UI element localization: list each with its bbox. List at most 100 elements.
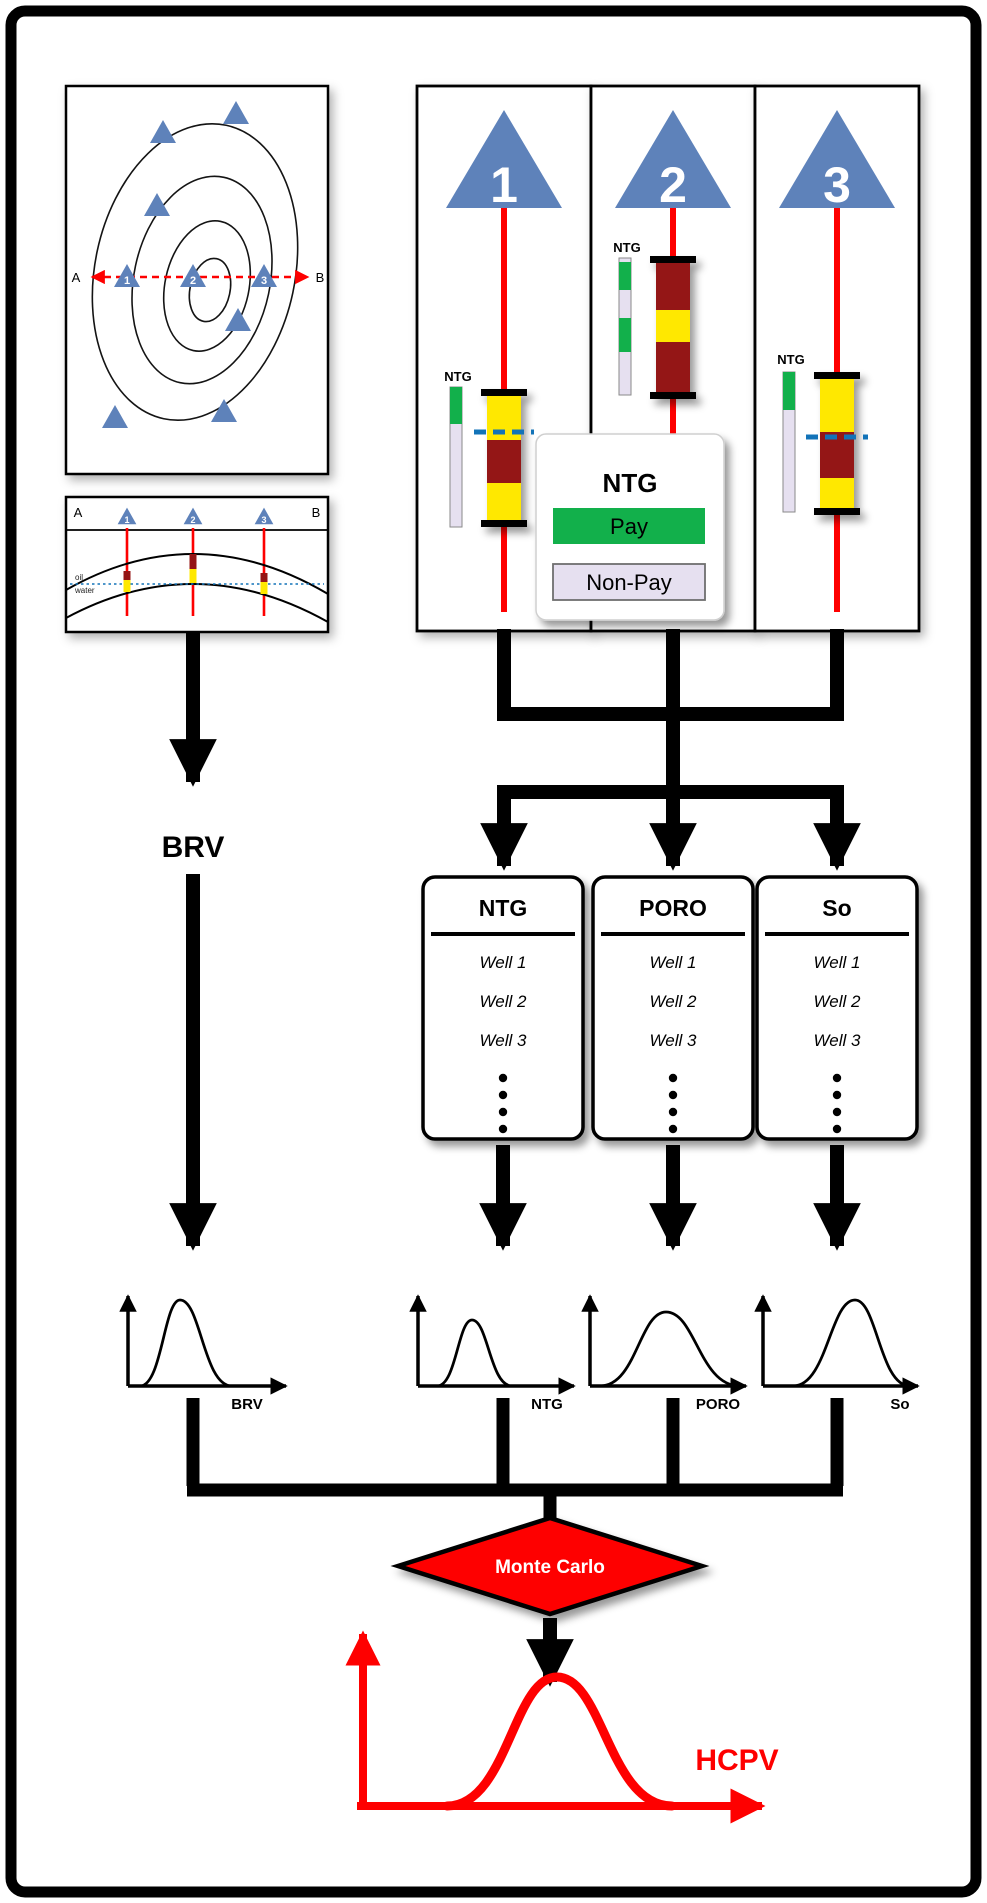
pay-interval bbox=[123, 580, 131, 592]
pay-interval bbox=[123, 571, 131, 580]
monte-carlo-label: Monte Carlo bbox=[495, 1557, 605, 1578]
section-label-b: B bbox=[312, 505, 321, 520]
monte-carlo-node: Monte Carlo bbox=[390, 1515, 710, 1617]
well-triangle-icon bbox=[446, 110, 562, 208]
flow-arrows-mid bbox=[479, 1145, 861, 1251]
table-ntg: NTG Well 1 Well 2 Well 3 bbox=[421, 875, 585, 1141]
table-row: Well 3 bbox=[650, 1031, 697, 1050]
map-panel: A B 1 2 3 bbox=[64, 84, 330, 476]
well-1-ntg-label: NTG bbox=[444, 369, 471, 384]
hcpv-curve bbox=[442, 1672, 677, 1811]
well-3-ntg-label: NTG bbox=[777, 352, 804, 367]
map-label-a: A bbox=[72, 270, 81, 285]
sand-segment bbox=[820, 478, 854, 508]
section-pay-intervals bbox=[123, 554, 268, 594]
table-so-title: So bbox=[822, 895, 851, 921]
plot-poro: PORO bbox=[581, 1294, 748, 1413]
hcpv-label: HCPV bbox=[695, 1744, 778, 1777]
table-row: Well 1 bbox=[480, 953, 527, 972]
section-label-a: A bbox=[74, 505, 83, 520]
ellipsis-dots bbox=[668, 1073, 678, 1134]
ellipsis-dots bbox=[832, 1073, 842, 1134]
oil-segment bbox=[656, 263, 690, 310]
pay-interval bbox=[189, 554, 197, 569]
contour-outer bbox=[91, 123, 299, 421]
table-poro-title: PORO bbox=[639, 895, 707, 921]
map-label-b: B bbox=[316, 270, 325, 285]
distribution-curve bbox=[598, 1310, 742, 1388]
section-well-2-number: 2 bbox=[190, 515, 195, 525]
plot-ntg-label: NTG bbox=[531, 1396, 563, 1413]
contour-mid bbox=[131, 175, 273, 385]
column-cap-top bbox=[650, 256, 696, 263]
sand-segment bbox=[656, 310, 690, 342]
table-poro: PORO Well 1 Well 2 Well 3 bbox=[591, 875, 755, 1141]
legend-pay-swatch bbox=[553, 508, 705, 544]
sand-segment bbox=[487, 483, 521, 520]
flow-arrows-upper: BRV bbox=[162, 629, 861, 1251]
cross-section-panel: A B oil water 1 2 3 bbox=[64, 495, 330, 634]
column-cap-top bbox=[481, 389, 527, 396]
ntg-legend: NTG Pay Non-Pay bbox=[535, 433, 725, 621]
sand-segment bbox=[820, 379, 854, 432]
well-3-log bbox=[782, 371, 868, 515]
legend-title: NTG bbox=[603, 468, 658, 498]
convergence-connector bbox=[186, 1398, 844, 1522]
column-cap-bottom bbox=[814, 508, 860, 515]
legend-nonpay-swatch bbox=[552, 563, 706, 601]
section-well-markers: 1 2 3 bbox=[117, 507, 274, 525]
distribution-curve bbox=[791, 1298, 912, 1388]
map-well-markers: 1 2 3 bbox=[102, 101, 277, 428]
panel-connector-lines bbox=[497, 629, 844, 799]
column-cap-bottom bbox=[650, 392, 696, 399]
table-ntg-title: NTG bbox=[479, 895, 528, 921]
well-panel-3: 3 NTG bbox=[753, 84, 921, 633]
table-row: Well 2 bbox=[480, 992, 527, 1011]
pay-interval bbox=[189, 569, 197, 583]
legend-nonpay-label: Non-Pay bbox=[586, 570, 672, 595]
table-ntg-box bbox=[421, 875, 585, 1141]
oil-segment bbox=[656, 342, 690, 392]
ntg-pay-segment bbox=[450, 387, 462, 424]
table-poro-box bbox=[591, 875, 755, 1141]
table-row: Well 1 bbox=[814, 953, 861, 972]
table-row: Well 2 bbox=[814, 992, 861, 1011]
table-row: Well 1 bbox=[650, 953, 697, 972]
lithology-column bbox=[814, 372, 860, 515]
plot-ntg: NTG bbox=[409, 1294, 576, 1413]
well-2-number: 2 bbox=[659, 157, 687, 213]
well-2-ntg-label: NTG bbox=[613, 240, 640, 255]
parameter-tables: NTG Well 1 Well 2 Well 3 PORO Well 1 Wel… bbox=[421, 875, 919, 1141]
column-cap-top bbox=[814, 372, 860, 379]
table-row: Well 3 bbox=[814, 1031, 861, 1050]
brv-label: BRV bbox=[162, 831, 225, 864]
distribution-curve bbox=[435, 1318, 514, 1388]
pay-interval bbox=[260, 582, 268, 594]
column-cap-bottom bbox=[481, 520, 527, 527]
distribution-curve bbox=[138, 1298, 234, 1388]
map-well-1-number: 1 bbox=[124, 275, 130, 287]
plot-brv: BRV bbox=[119, 1294, 288, 1413]
hcpv-plot: HCPV bbox=[345, 1630, 779, 1824]
distribution-plots: BRV NTG PORO So bbox=[119, 1294, 920, 1413]
ntg-pay-segment bbox=[619, 262, 631, 290]
ellipsis-dots bbox=[498, 1073, 508, 1134]
oil-segment bbox=[487, 440, 521, 483]
legend-pay-label: Pay bbox=[610, 514, 648, 539]
oil-label: oil bbox=[75, 573, 83, 582]
well-triangle-icon bbox=[779, 110, 895, 208]
ntg-pay-segment bbox=[783, 372, 795, 410]
section-well-3-number: 3 bbox=[261, 515, 266, 525]
monte-carlo-diamond bbox=[390, 1515, 710, 1617]
map-well-2-number: 2 bbox=[190, 275, 196, 287]
pay-interval bbox=[260, 573, 268, 582]
well-2-log bbox=[618, 256, 696, 399]
plot-poro-label: PORO bbox=[696, 1396, 741, 1413]
well-1-log bbox=[449, 386, 534, 528]
ntg-pay-segment bbox=[619, 318, 631, 352]
oil-segment bbox=[820, 432, 854, 478]
section-well-1-number: 1 bbox=[124, 515, 129, 525]
lithology-column bbox=[650, 256, 696, 399]
